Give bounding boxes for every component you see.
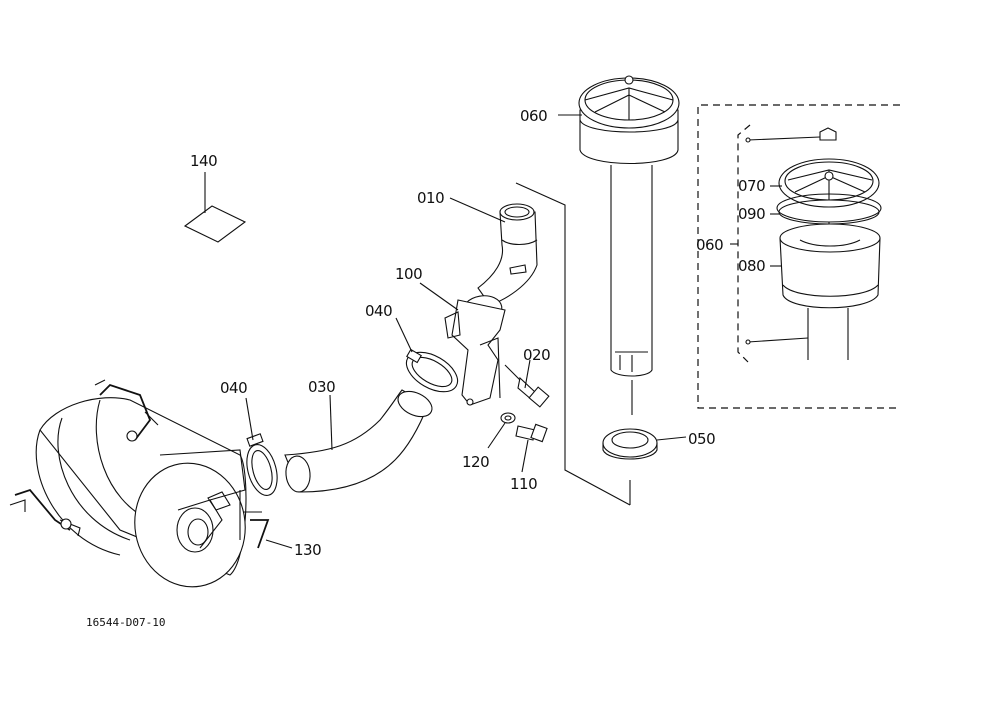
part-110-bolt xyxy=(515,423,548,473)
part-030-intake-hose xyxy=(284,389,433,493)
assembly-guide-lines xyxy=(515,182,633,506)
label-060-detail: 060 xyxy=(696,236,723,254)
part-010-elbow-pipe xyxy=(449,197,538,306)
label-120: 120 xyxy=(462,453,489,471)
part-040-hose-clamp-lower xyxy=(245,397,278,496)
part-020-bolt xyxy=(504,359,550,408)
label-100: 100 xyxy=(395,265,422,283)
part-140-label-sheet xyxy=(183,172,247,243)
label-080: 080 xyxy=(738,257,765,275)
part-040-hose-clamp-upper xyxy=(395,317,459,393)
label-010: 010 xyxy=(417,189,444,207)
label-040-lower: 040 xyxy=(220,379,247,397)
precleaner-detail-box xyxy=(697,104,900,409)
label-060-center: 060 xyxy=(520,107,547,125)
label-110: 110 xyxy=(510,475,537,493)
part-050-seal-ring xyxy=(602,428,687,460)
label-070: 070 xyxy=(738,177,765,195)
part-130-small-hose xyxy=(239,490,293,549)
label-020: 020 xyxy=(523,346,550,364)
label-040-upper: 040 xyxy=(365,302,392,320)
label-140: 140 xyxy=(190,152,217,170)
drawing-code: 16544-D07-10 xyxy=(86,616,165,629)
label-130: 130 xyxy=(294,541,321,559)
part-060-precleaner xyxy=(558,75,680,377)
label-090: 090 xyxy=(738,205,765,223)
air-cleaner-body xyxy=(9,379,247,588)
label-030: 030 xyxy=(308,378,335,396)
part-100-bracket xyxy=(419,282,506,406)
part-120-washer xyxy=(487,412,516,449)
label-050: 050 xyxy=(688,430,715,448)
